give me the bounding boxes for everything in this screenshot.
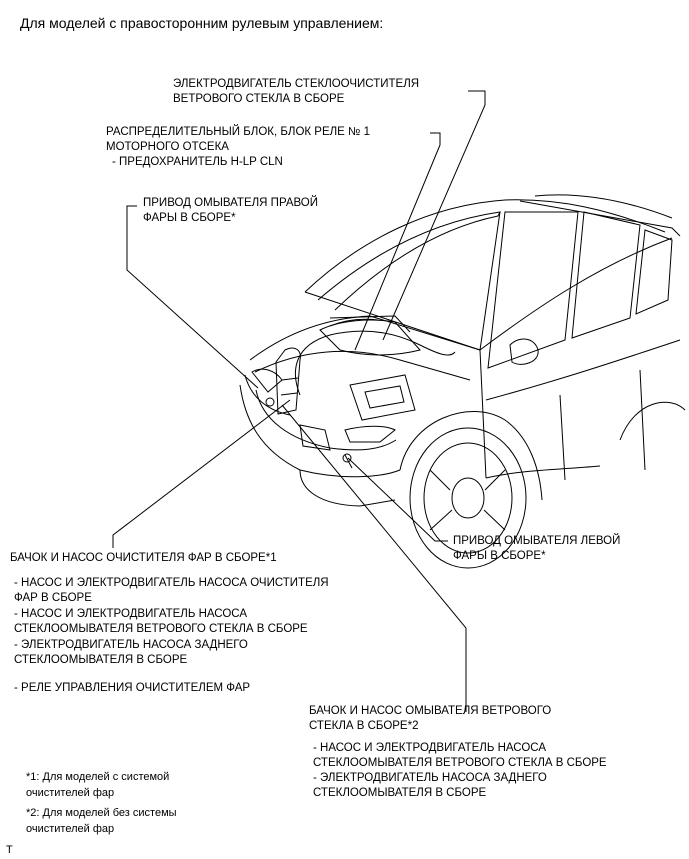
callout-cleaner-tank-title: БАЧОК И НАСОС ОЧИСТИТЕЛЯ ФАР В СБОРЕ*1: [10, 552, 277, 564]
callout-washer-tank-line1: БАЧОК И НАСОС ОМЫВАТЕЛЯ ВЕТРОВОГО: [309, 705, 552, 717]
car-line-drawing: [239, 194, 686, 569]
callout-right-actuator-line2: ФАРЫ В СБОРЕ*: [143, 212, 236, 224]
callout-right-actuator-line1: ПРИВОД ОМЫВАТЕЛЯ ПРАВОЙ: [143, 197, 319, 209]
footnote-2-line1: *2: Для моделей без системы: [26, 807, 177, 819]
callout-washer-tank-item1: - НАСОС И ЭЛЕКТРОДВИГАТЕЛЬ НАСОСА: [313, 742, 547, 754]
callout-cleaner-tank-item3: - ЭЛЕКТРОДВИГАТЕЛЬ НАСОСА ЗАДНЕГО: [14, 639, 248, 651]
corner-mark: T: [6, 844, 13, 856]
callout-relay-block-line1: РАСПРЕДЕЛИТЕЛЬНЫЙ БЛОК, БЛОК РЕЛЕ № 1: [106, 126, 370, 138]
callout-cleaner-relay: - РЕЛЕ УПРАВЛЕНИЯ ОЧИСТИТЕЛЕМ ФАР: [14, 682, 251, 694]
footnote-2-line2: очистителей фар: [26, 823, 115, 835]
callout-cleaner-tank-item1: - НАСОС И ЭЛЕКТРОДВИГАТЕЛЬ НАСОСА ОЧИСТИ…: [14, 577, 329, 589]
callout-cleaner-tank-item1b: ФАР В СБОРЕ: [14, 592, 92, 604]
footnote-1-line2: очистителей фар: [26, 787, 115, 799]
callout-cleaner-tank-item3b: СТЕКЛООМЫВАТЕЛЯ В СБОРЕ: [14, 654, 188, 666]
footnote-1-line1: *1: Для моделей с системой: [26, 771, 170, 783]
callout-relay-block-line2: МОТОРНОГО ОТСЕКА: [106, 141, 229, 153]
callout-washer-tank-item2: - ЭЛЕКТРОДВИГАТЕЛЬ НАСОСА ЗАДНЕГО: [313, 772, 547, 784]
callout-washer-tank-item2b: СТЕКЛООМЫВАТЕЛЯ В СБОРЕ: [313, 787, 487, 799]
callout-left-actuator-line2: ФАРЫ В СБОРЕ*: [453, 550, 546, 562]
page-header: Для моделей с правосторонним рулевым упр…: [20, 15, 384, 31]
callout-washer-tank-item1b: СТЕКЛООМЫВАТЕЛЯ ВЕТРОВОГО СТЕКЛА В СБОРЕ: [313, 757, 607, 769]
callout-relay-block-fuse: - ПРЕДОХРАНИТЕЛЬ H-LP CLN: [112, 156, 283, 168]
callout-wiper-motor-line2: ВЕТРОВОГО СТЕКЛА В СБОРЕ: [173, 93, 345, 105]
callout-wiper-motor-line1: ЭЛЕКТРОДВИГАТЕЛЬ СТЕКЛООЧИСТИТЕЛЯ: [173, 78, 420, 90]
callout-left-actuator-line1: ПРИВОД ОМЫВАТЕЛЯ ЛЕВОЙ: [453, 535, 621, 547]
callout-cleaner-tank-item2: - НАСОС И ЭЛЕКТРОДВИГАТЕЛЬ НАСОСА: [14, 608, 248, 620]
leader-lines: [112, 90, 486, 712]
callout-cleaner-tank-item2b: СТЕКЛООМЫВАТЕЛЯ ВЕТРОВОГО СТЕКЛА В СБОРЕ: [14, 623, 308, 635]
callout-washer-tank-line2: СТЕКЛА В СБОРЕ*2: [309, 720, 419, 732]
